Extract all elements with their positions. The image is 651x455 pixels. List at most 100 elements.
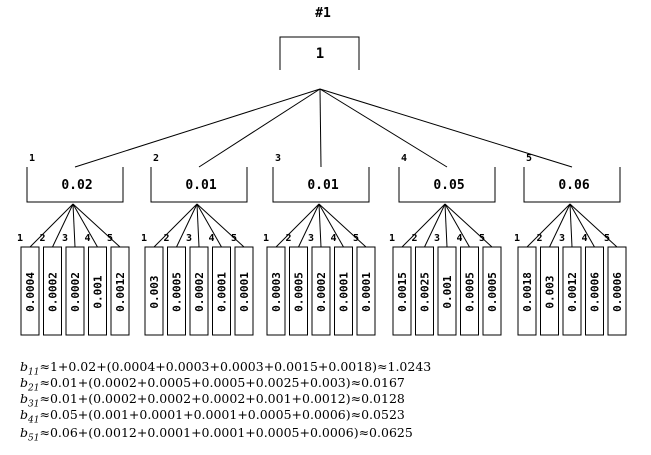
- leaf-value: 0.0005: [464, 272, 477, 312]
- leaf-box: [607, 246, 627, 336]
- equation-line: b11≈1+0.02+(0.0004+0.0003+0.0003+0.0015+…: [20, 359, 432, 378]
- equation-line: b31≈0.01+(0.0002+0.0002+0.0002+0.001+0.0…: [20, 391, 405, 410]
- equation-expression: ≈0.06+(0.0012+0.0001+0.0001+0.0005+0.000…: [39, 425, 413, 440]
- root-to-node-edge: [319, 88, 573, 168]
- root-box: [279, 36, 360, 70]
- node-number: 3: [275, 153, 281, 164]
- node-to-leaf-edge: [298, 203, 320, 248]
- leaf-number: 1: [263, 233, 269, 244]
- leaf-number: 5: [353, 233, 359, 244]
- leaf-value: 0.0002: [47, 272, 60, 312]
- leaf-box: [266, 246, 286, 336]
- leaf-value: 0.0012: [114, 272, 127, 312]
- leaf-value: 0.0001: [238, 272, 251, 312]
- equation-expression: ≈0.05+(0.001+0.0001+0.0001+0.0005+0.0006…: [39, 407, 405, 422]
- node-box: [272, 167, 370, 203]
- node-number: 4: [401, 153, 407, 164]
- leaf-box: [88, 246, 107, 336]
- node-to-leaf-edge: [569, 203, 595, 248]
- leaf-number: 1: [17, 233, 23, 244]
- equation-variable: b21: [20, 375, 40, 394]
- leaf-number: 5: [479, 233, 485, 244]
- leaf-value: 0.0002: [315, 272, 328, 312]
- leaf-box: [562, 246, 582, 336]
- node-to-leaf-edge: [275, 203, 320, 248]
- leaf-number: 2: [537, 233, 543, 244]
- leaf-number: 3: [186, 233, 192, 244]
- node-to-leaf-edge: [401, 203, 446, 248]
- leaf-value: 0.0001: [338, 272, 351, 312]
- leaf-number: 2: [412, 233, 418, 244]
- leaf-box: [437, 246, 457, 336]
- leaf-number: 4: [457, 233, 463, 244]
- leaf-number: 1: [514, 233, 520, 244]
- node-value: 0.01: [307, 178, 338, 193]
- node-to-leaf-edge: [569, 203, 573, 248]
- leaf-number: 2: [164, 233, 170, 244]
- leaf-number: 5: [107, 233, 113, 244]
- equation-line: b41≈0.05+(0.001+0.0001+0.0001+0.0005+0.0…: [20, 407, 405, 426]
- leaf-number: 2: [40, 233, 46, 244]
- equation-variable: b51: [20, 425, 40, 444]
- leaf-value: 0.0005: [171, 272, 184, 312]
- node-number: 1: [29, 153, 35, 164]
- equation-variable: b31: [20, 391, 40, 410]
- leaf-box: [482, 246, 502, 336]
- leaf-value: 0.0006: [589, 272, 602, 312]
- node-box: [150, 167, 248, 203]
- leaf-number: 1: [141, 233, 147, 244]
- node-to-leaf-edge: [72, 203, 98, 248]
- node-number: 2: [153, 153, 159, 164]
- node-box: [398, 167, 496, 203]
- leaf-value: 0.001: [92, 275, 105, 308]
- leaf-value: 0.0003: [270, 272, 283, 312]
- node-value: 0.05: [433, 178, 464, 193]
- node-to-leaf-edge: [29, 203, 74, 248]
- leaf-box: [167, 246, 186, 336]
- leaf-box: [540, 246, 559, 336]
- leaf-number: 3: [308, 233, 314, 244]
- node-box: [26, 167, 124, 203]
- node-to-leaf-edge: [549, 203, 571, 248]
- equation-expression: ≈0.01+(0.0002+0.0005+0.0005+0.0025+0.003…: [39, 375, 405, 390]
- node-to-leaf-edge: [444, 203, 493, 248]
- node-value: 0.01: [185, 178, 216, 193]
- node-to-leaf-edge: [196, 203, 245, 248]
- leaf-box: [234, 246, 254, 336]
- equation-line: b21≈0.01+(0.0002+0.0005+0.0005+0.0025+0.…: [20, 375, 405, 394]
- leaf-value: 0.0001: [360, 272, 373, 312]
- root-to-node-edge: [198, 88, 321, 168]
- leaf-box: [189, 246, 209, 336]
- equation-expression: ≈1+0.02+(0.0004+0.0003+0.0003+0.0015+0.0…: [39, 359, 432, 374]
- leaf-number: 4: [85, 233, 91, 244]
- node-to-leaf-edge: [569, 203, 618, 248]
- leaf-box: [289, 246, 308, 336]
- root-to-node-edge: [319, 88, 322, 168]
- node-value: 0.02: [61, 178, 92, 193]
- leaf-value: 0.003: [544, 275, 557, 308]
- node-to-leaf-edge: [176, 203, 198, 248]
- node-to-leaf-edge: [72, 203, 76, 248]
- leaf-number: 3: [62, 233, 68, 244]
- leaf-box: [110, 246, 130, 336]
- leaf-value: 0.0006: [611, 272, 624, 312]
- leaf-box: [334, 246, 353, 336]
- leaf-number: 3: [559, 233, 565, 244]
- node-to-leaf-edge: [72, 203, 121, 248]
- leaf-number: 3: [434, 233, 440, 244]
- equation-variable: b11: [20, 359, 40, 378]
- leaf-value: 0.0025: [419, 272, 432, 312]
- root-to-node-edge: [319, 88, 448, 168]
- leaf-value: 0.0004: [24, 272, 37, 312]
- leaf-value: 0.0012: [566, 272, 579, 312]
- leaf-box: [144, 246, 164, 336]
- leaf-number: 2: [286, 233, 292, 244]
- leaf-number: 5: [231, 233, 237, 244]
- node-to-leaf-edge: [444, 203, 448, 248]
- node-number: 5: [526, 153, 532, 164]
- leaf-value: 0.0005: [293, 272, 306, 312]
- leaf-box: [212, 246, 231, 336]
